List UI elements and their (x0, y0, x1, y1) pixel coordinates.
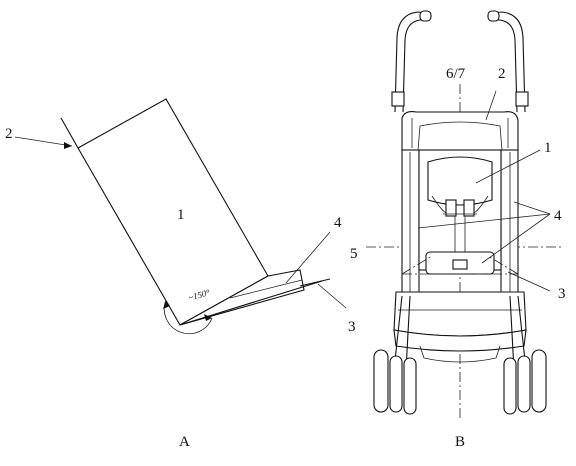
label-5-b: 5 (350, 246, 358, 262)
leader-2-a (14, 136, 73, 147)
label-3-b: 3 (558, 286, 566, 302)
wheel-right-rear (503, 357, 517, 415)
wheel-right-outer (531, 349, 547, 413)
seat-edge-diag-right (487, 255, 519, 275)
panel-label-b: B (455, 434, 465, 450)
joint-left (391, 91, 405, 107)
wheel-left-rear (403, 357, 417, 415)
seat-wedge-inner-line (229, 279, 303, 299)
handle-right-outer (492, 11, 526, 113)
seat-wedge (179, 269, 305, 326)
handle-left-outer (394, 11, 428, 113)
label-2-a: 2 (5, 126, 13, 142)
seat-pad (427, 156, 493, 206)
buckle-left (445, 199, 457, 217)
leg-left-back (405, 295, 411, 371)
panel-label-a: A (179, 434, 190, 450)
figure-b: 6/7 2 1 4 5 3 B (350, 10, 566, 450)
backrest-top (401, 111, 519, 151)
wheel-left-outer (373, 349, 389, 413)
side-post-right (500, 149, 519, 301)
handle-left-inner (402, 19, 427, 113)
seat-body (393, 291, 527, 337)
label-3-a: 3 (348, 319, 356, 335)
handle-right-grip (487, 10, 500, 22)
crotch-buckle (452, 259, 468, 270)
leader-1-b (475, 149, 541, 184)
label-1-a: 1 (177, 207, 185, 223)
leader-2-a-arrow (64, 142, 72, 149)
joint-right (515, 91, 529, 107)
seat-extension-line (299, 278, 331, 287)
leader-4-b-left (417, 213, 551, 229)
handle-right-inner (493, 19, 518, 113)
leader-4-b-lower (481, 213, 551, 264)
label-2-b: 2 (498, 66, 506, 82)
leg-right-back (509, 295, 515, 371)
backrest-extension-line (60, 117, 79, 149)
seat-base-line (179, 280, 323, 326)
leader-3-a (317, 283, 347, 309)
leader-2-b (485, 90, 497, 121)
side-post-left (401, 149, 420, 301)
footrest (393, 329, 527, 352)
leader-4-b-right (513, 201, 551, 215)
leader-3-b (507, 271, 551, 292)
figure-a: 2 1 4 3 ~150° A (5, 98, 356, 450)
handle-left-grip (419, 10, 432, 22)
angle-arc (163, 299, 213, 335)
lower-crossbar (419, 345, 501, 363)
label-4-a: 4 (334, 215, 342, 231)
headrest-outline (417, 121, 503, 151)
angle-arrow-left (163, 300, 170, 309)
label-1-b: 1 (544, 140, 552, 156)
label-4-b: 4 (554, 208, 562, 224)
buckle-right (463, 199, 475, 217)
leader-4-a (285, 231, 331, 284)
angle-arrow-right (204, 314, 212, 321)
label-67-b: 6/7 (446, 66, 466, 82)
wheel-right-inner (517, 355, 531, 413)
seat-edge-diag-left (401, 255, 433, 275)
backrest-panel-a (77, 98, 269, 326)
wheel-left-inner (389, 355, 403, 413)
